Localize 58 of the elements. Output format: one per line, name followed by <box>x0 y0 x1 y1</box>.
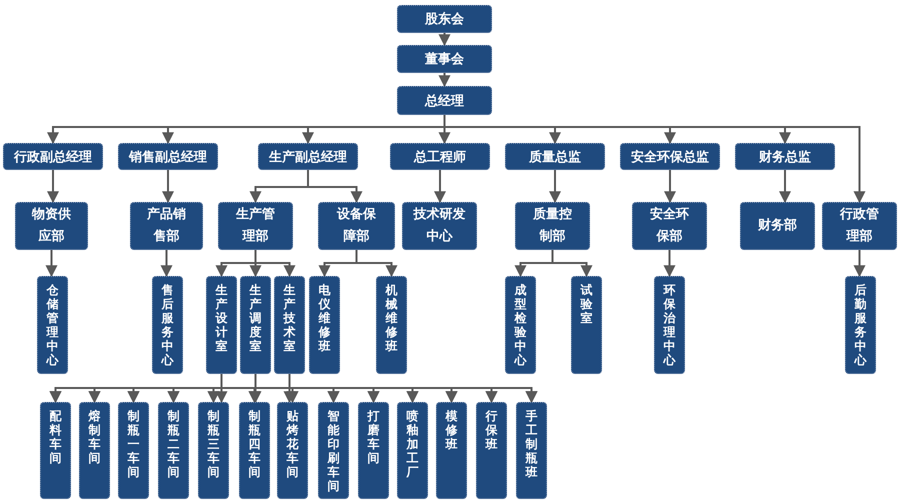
org-box: 总工程师 <box>390 143 490 170</box>
org-box: 售后服务中心 <box>152 276 183 374</box>
org-box: 环保治理中心 <box>654 276 685 374</box>
org-box: 机械维修班 <box>376 276 407 374</box>
org-box: 董事会 <box>397 45 492 73</box>
org-box: 财务部 <box>740 202 815 250</box>
arrow <box>664 250 676 278</box>
arrow <box>46 250 58 278</box>
arrow <box>162 170 174 204</box>
org-box: 贴烤花车间 <box>277 402 308 499</box>
arrow <box>160 250 172 278</box>
org-box: 股东会 <box>397 5 492 33</box>
org-box: 质量总监 <box>505 143 605 170</box>
org-box: 后勤服务中心 <box>845 276 876 374</box>
org-box: 仓储管理中心 <box>37 276 68 374</box>
org-box: 安全环保总监 <box>620 143 720 170</box>
org-box: 物资供应部 <box>15 202 88 250</box>
org-box: 安全环保部 <box>632 202 707 250</box>
org-box: 制瓶二车间 <box>158 402 189 499</box>
org-box: 设备保障部 <box>318 202 395 250</box>
org-box: 电仪维修班 <box>309 276 340 374</box>
arrow <box>47 170 59 204</box>
org-box: 销售副总经理 <box>118 143 218 170</box>
arrow <box>438 73 450 88</box>
arrow <box>438 33 450 46</box>
org-box: 配料车间 <box>40 402 71 499</box>
arrow <box>664 170 676 204</box>
org-box: 生产技术室 <box>274 276 305 374</box>
org-box: 打磨车间 <box>358 402 389 499</box>
org-box: 喷釉加工厂 <box>397 402 428 499</box>
arrow <box>434 170 446 204</box>
org-box: 模修班 <box>436 402 467 499</box>
org-box: 产品销售部 <box>130 202 203 250</box>
org-box: 手工制瓶班 <box>516 402 547 499</box>
org-box: 试验室 <box>571 276 602 374</box>
org-box: 质量控制部 <box>515 202 590 250</box>
org-box: 行政管理部 <box>822 202 897 250</box>
org-box: 制瓶三车间 <box>198 402 229 499</box>
org-box: 财务总监 <box>735 143 835 170</box>
org-box: 制瓶四车间 <box>239 402 270 499</box>
org-box: 生产调度室 <box>240 276 271 374</box>
org-box: 总经理 <box>397 86 492 115</box>
org-box: 生产设计室 <box>206 276 237 374</box>
arrow <box>552 250 592 278</box>
org-box: 行政副总经理 <box>3 143 103 170</box>
org-box: 生产管理部 <box>218 202 293 250</box>
arrow <box>254 250 296 278</box>
org-box: 熔制车间 <box>79 402 110 499</box>
org-box: 智能印刷车间 <box>318 402 349 499</box>
arrow <box>307 170 362 204</box>
org-box: 制瓶一车间 <box>118 402 149 499</box>
org-box: 行保班 <box>476 402 507 499</box>
org-box: 技术研发中心 <box>402 202 477 250</box>
org-box: 成型检验中心 <box>505 276 536 374</box>
arrow <box>549 170 561 204</box>
arrow <box>779 170 791 204</box>
arrow <box>854 250 866 278</box>
org-box: 生产副总经理 <box>258 143 358 170</box>
